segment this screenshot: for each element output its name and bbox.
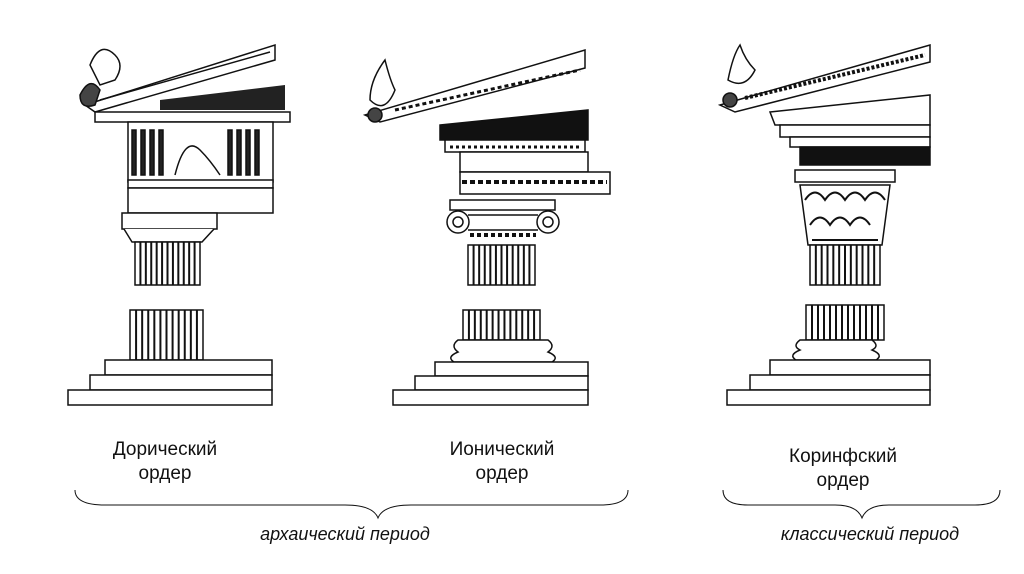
ionic-order-drawing: [362, 48, 611, 406]
order-name: Ионический: [449, 439, 555, 460]
archaic-period-label: архаический период: [260, 524, 430, 544]
classical-period-label: классический период: [780, 524, 960, 544]
ionic-order-label: Ионический ордер: [402, 438, 602, 486]
order-name: Коринфский: [789, 446, 897, 467]
doric-order-drawing: [67, 43, 291, 406]
doric-order-label: Дорический ордер: [65, 438, 265, 486]
archaic-period-brace: [74, 489, 629, 520]
column-shaft: [134, 241, 201, 286]
order-name: Дорический: [112, 439, 218, 460]
column-shaft: [462, 309, 541, 341]
order-word: ордер: [138, 463, 192, 484]
corinthian-order-label: Коринфский ордер: [743, 445, 943, 493]
column-shaft: [467, 244, 536, 286]
column-shaft: [809, 244, 881, 286]
triglyphs: [131, 129, 260, 176]
order-word: ордер: [475, 463, 529, 484]
order-word: ордер: [816, 470, 870, 491]
column-shaft: [129, 309, 204, 361]
classical-period-brace: [722, 489, 1001, 520]
corinthian-order-drawing: [717, 43, 931, 406]
column-shaft: [805, 304, 885, 341]
